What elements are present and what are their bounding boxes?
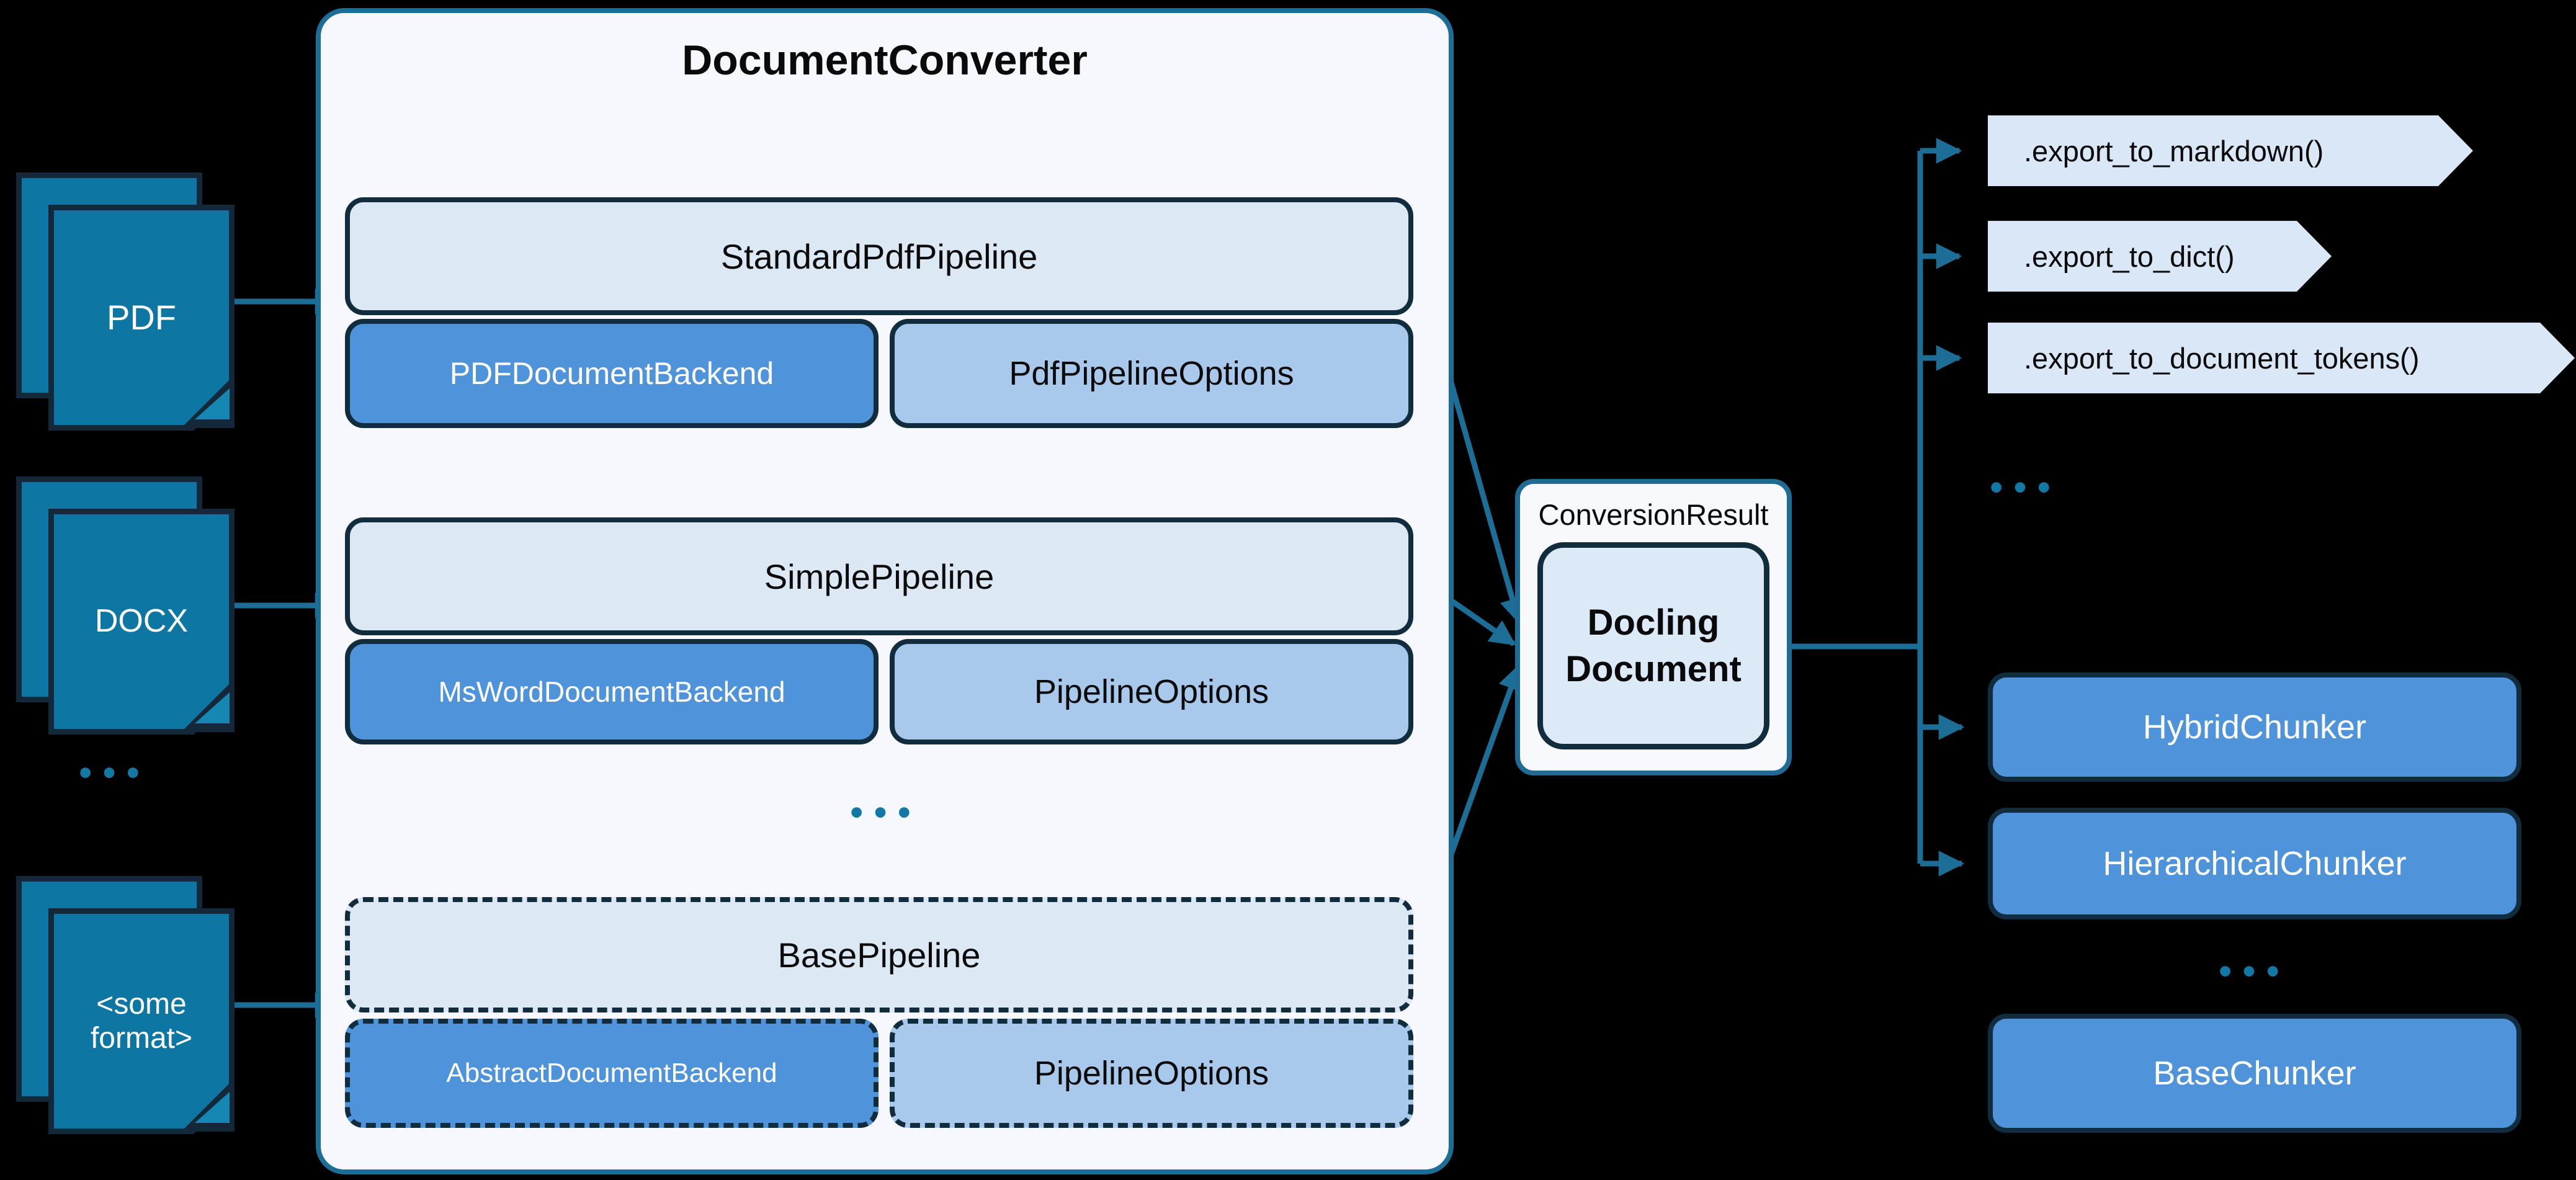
ellipsis-pipelines: •••: [850, 792, 922, 833]
docx-file-icon: DOCX: [16, 476, 252, 767]
some-format-file-icon: <some format>: [16, 876, 252, 1166]
simple-pipeline-box: SimplePipeline: [345, 517, 1413, 635]
abstract-document-backend-box: AbstractDocumentBackend: [345, 1019, 879, 1128]
base-chunker-box: BaseChunker: [1988, 1014, 2521, 1133]
ellipsis-inputs: •••: [79, 753, 151, 793]
pdf-file-icon: PDF: [16, 172, 252, 463]
base-pipeline-box: BasePipeline: [345, 897, 1413, 1012]
ellipsis-exports: •••: [1990, 467, 2062, 507]
docx-label: DOCX: [94, 603, 189, 640]
document-converter-title: DocumentConverter: [682, 37, 1088, 84]
conversion-result-label: ConversionResult: [1538, 498, 1769, 531]
hierarchical-chunker-box: HierarchicalChunker: [1988, 808, 2521, 919]
pipeline-options-box: PipelineOptions: [890, 639, 1413, 744]
some-format-front-page: <some format>: [48, 908, 235, 1134]
pdf-document-backend-box: PDFDocumentBackend: [345, 319, 879, 428]
some-format-label: <some format>: [90, 987, 193, 1055]
msword-document-backend-box: MsWordDocumentBackend: [345, 639, 879, 744]
docx-front-page: DOCX: [48, 509, 235, 735]
pdf-front-page: PDF: [48, 205, 235, 431]
ellipsis-chunkers: •••: [2219, 951, 2291, 991]
export-to-document-tokens-tag: .export_to_document_tokens(): [1988, 323, 2575, 393]
docling-document-label: Docling Document: [1565, 602, 1742, 689]
export-to-dict-tag: .export_to_dict(): [1988, 221, 2332, 292]
docling-document-box: Docling Document: [1537, 542, 1769, 749]
export-to-markdown-tag: .export_to_markdown(): [1988, 115, 2473, 186]
base-pipeline-options-box: PipelineOptions: [890, 1019, 1413, 1128]
hybrid-chunker-box: HybridChunker: [1988, 673, 2521, 782]
standard-pdf-pipeline-box: StandardPdfPipeline: [345, 197, 1413, 315]
pdf-label: PDF: [107, 297, 176, 337]
pdf-pipeline-options-box: PdfPipelineOptions: [890, 319, 1413, 428]
